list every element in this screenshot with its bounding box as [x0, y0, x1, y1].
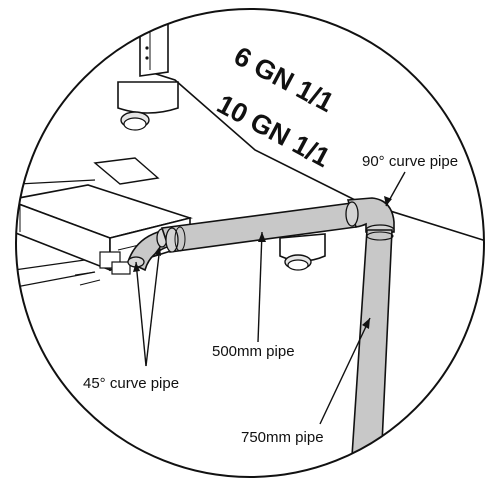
- pipe-500mm: [160, 202, 357, 253]
- label-pipe-500: 500mm pipe: [212, 343, 295, 360]
- label-pipe-750: 750mm pipe: [241, 429, 324, 446]
- leader-curve-45-b: [145, 245, 161, 367]
- leader-lines: [135, 171, 406, 425]
- leader-pipe-500: [257, 231, 263, 343]
- upper-foot: [117, 81, 179, 131]
- label-curve-45: 45° curve pipe: [83, 375, 179, 392]
- oven-front-leg: [139, 9, 169, 77]
- label-curve-90: 90° curve pipe: [362, 153, 458, 170]
- pipe-750mm: [349, 229, 394, 477]
- mounting-plate: [93, 157, 160, 185]
- lower-foot: [279, 233, 326, 271]
- leader-arrowheads: [133, 196, 392, 329]
- leader-pipe-750: [319, 317, 371, 425]
- detail-circle-frame: [15, 8, 485, 478]
- leader-curve-45-a: [135, 261, 147, 367]
